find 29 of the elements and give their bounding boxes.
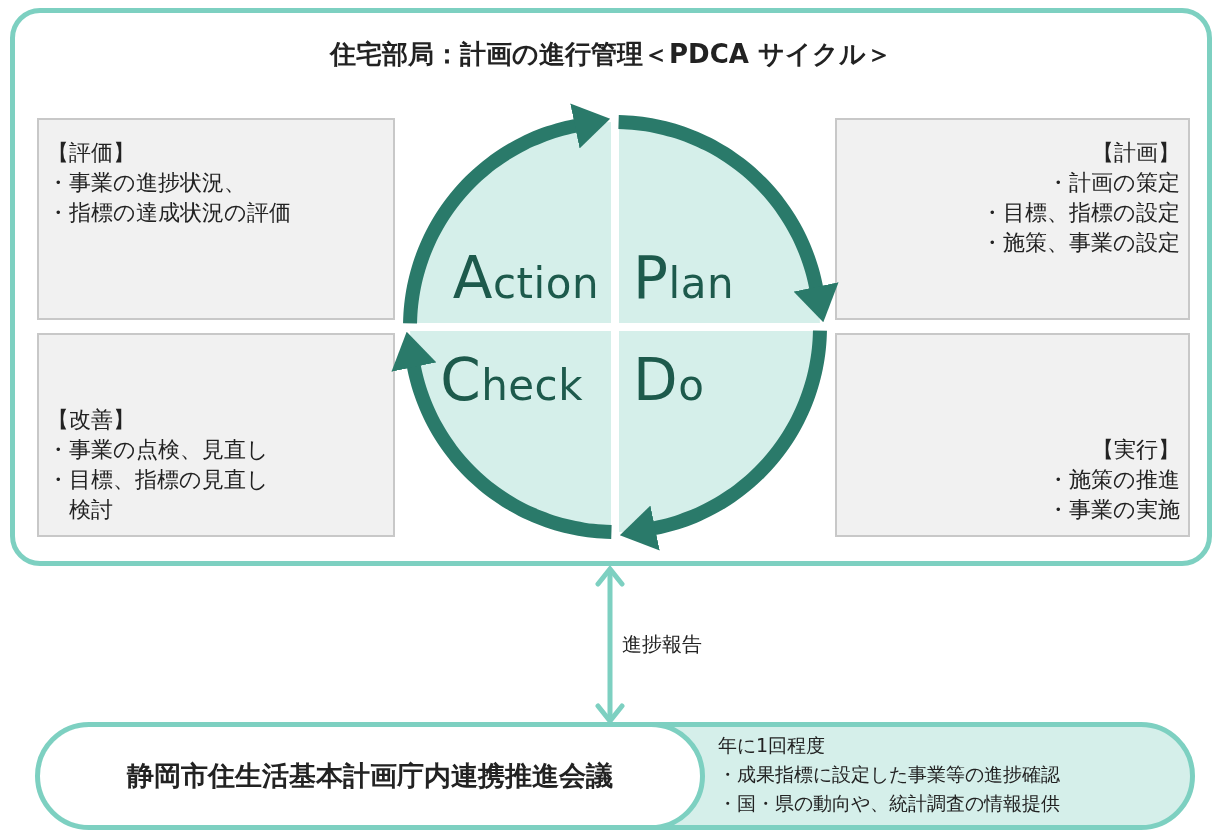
panel-text: ・事業の進捗状況、 (47, 169, 246, 197)
panel-text: 【計画】 (1092, 139, 1180, 167)
panel-text: 【評価】 (47, 139, 135, 167)
note-text: ・国・県の動向や、統計調査の情報提供 (718, 791, 1061, 816)
panel-text: ・施策の推進 (1047, 466, 1180, 494)
panel-text: ・施策、事業の設定 (981, 229, 1180, 257)
info-panel (835, 333, 1190, 537)
panel-text: ・指標の達成状況の評価 (47, 199, 291, 227)
panel-text: ・目標、指標の設定 (981, 199, 1180, 227)
panel-text: ・事業の点検、見直し (47, 436, 269, 464)
panel-text: 【実行】 (1092, 436, 1180, 464)
meeting-name: 静岡市住生活基本計画庁内連携推進会議 (127, 759, 613, 793)
phase-label: Plan (633, 249, 734, 307)
note-text: 年に1回程度 (718, 733, 827, 758)
panel-text: ・事業の実施 (1047, 496, 1180, 524)
panel-text: ・計画の策定 (1047, 169, 1180, 197)
double-arrow (595, 566, 625, 724)
panel-text: ・目標、指標の見直し検討 (47, 466, 270, 524)
note-text: ・成果指標に設定した事業等の進捗確認 (718, 762, 1061, 787)
phase-label: Check (440, 351, 583, 409)
meeting-pill (40, 727, 705, 825)
info-panel (37, 118, 395, 320)
info-panel (37, 333, 395, 537)
phase-label: Do (633, 351, 705, 409)
panel-text: 【改善】 (47, 406, 135, 434)
panel (10, 8, 1212, 566)
phase-label: Action (452, 249, 599, 307)
panel-heading: 住宅部局：計画の進行管理＜PDCA サイクル＞ (328, 38, 893, 71)
info-panel (835, 118, 1190, 320)
